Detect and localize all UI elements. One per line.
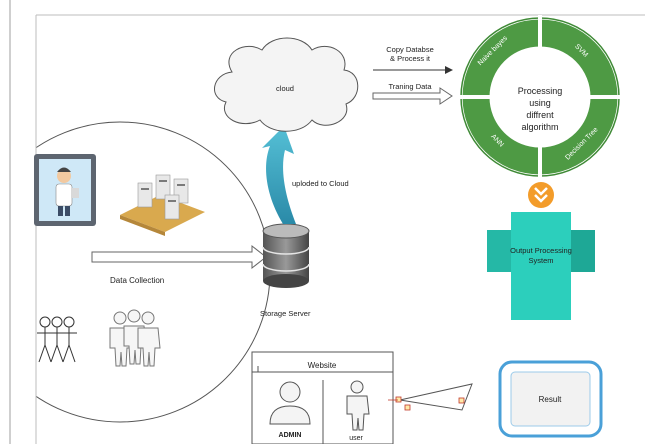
people-group-icon	[109, 309, 161, 367]
database-icon	[262, 223, 310, 288]
processing-center-line3: diffrent	[526, 110, 554, 120]
user-label: user	[349, 435, 363, 442]
output-label-line1: Output Processing	[510, 246, 572, 255]
chevron-down-icon	[528, 182, 554, 208]
training-data-arrow	[372, 87, 453, 105]
admin-label: ADMIN	[279, 432, 302, 439]
circle-mask	[0, 0, 36, 444]
result-label: Result	[539, 395, 562, 404]
server-rack-icon	[120, 174, 205, 236]
storage-server-label: Storage Server	[260, 309, 311, 318]
output-label-line2: System	[528, 256, 553, 265]
website-title: Website	[308, 361, 337, 370]
result-monitor-icon	[498, 360, 603, 438]
processing-ring	[458, 15, 622, 179]
copy-label-line1: Copy Databse	[386, 45, 434, 54]
processing-center-line2: using	[529, 98, 551, 108]
output-processing-cross	[487, 212, 595, 320]
upload-arrow	[262, 126, 296, 224]
doctor-picture-icon	[34, 154, 96, 226]
processing-center-line4: algorithm	[521, 122, 558, 132]
data-collection-arrow	[91, 244, 267, 270]
stick-people-icon	[37, 316, 77, 363]
admin-avatar-icon	[269, 381, 311, 425]
cloud-icon	[214, 37, 359, 132]
processing-center-line1: Processing	[518, 86, 563, 96]
training-data-label: Traning Data	[388, 82, 432, 91]
result-callout-pointer	[388, 383, 473, 411]
copy-label-line2: & Process it	[390, 54, 431, 63]
cloud-label: cloud	[276, 84, 294, 93]
user-figure-icon	[346, 380, 370, 431]
upload-label: uploded to Cloud	[292, 179, 349, 188]
website-box	[251, 351, 394, 444]
data-collection-label: Data Collection	[110, 276, 164, 285]
